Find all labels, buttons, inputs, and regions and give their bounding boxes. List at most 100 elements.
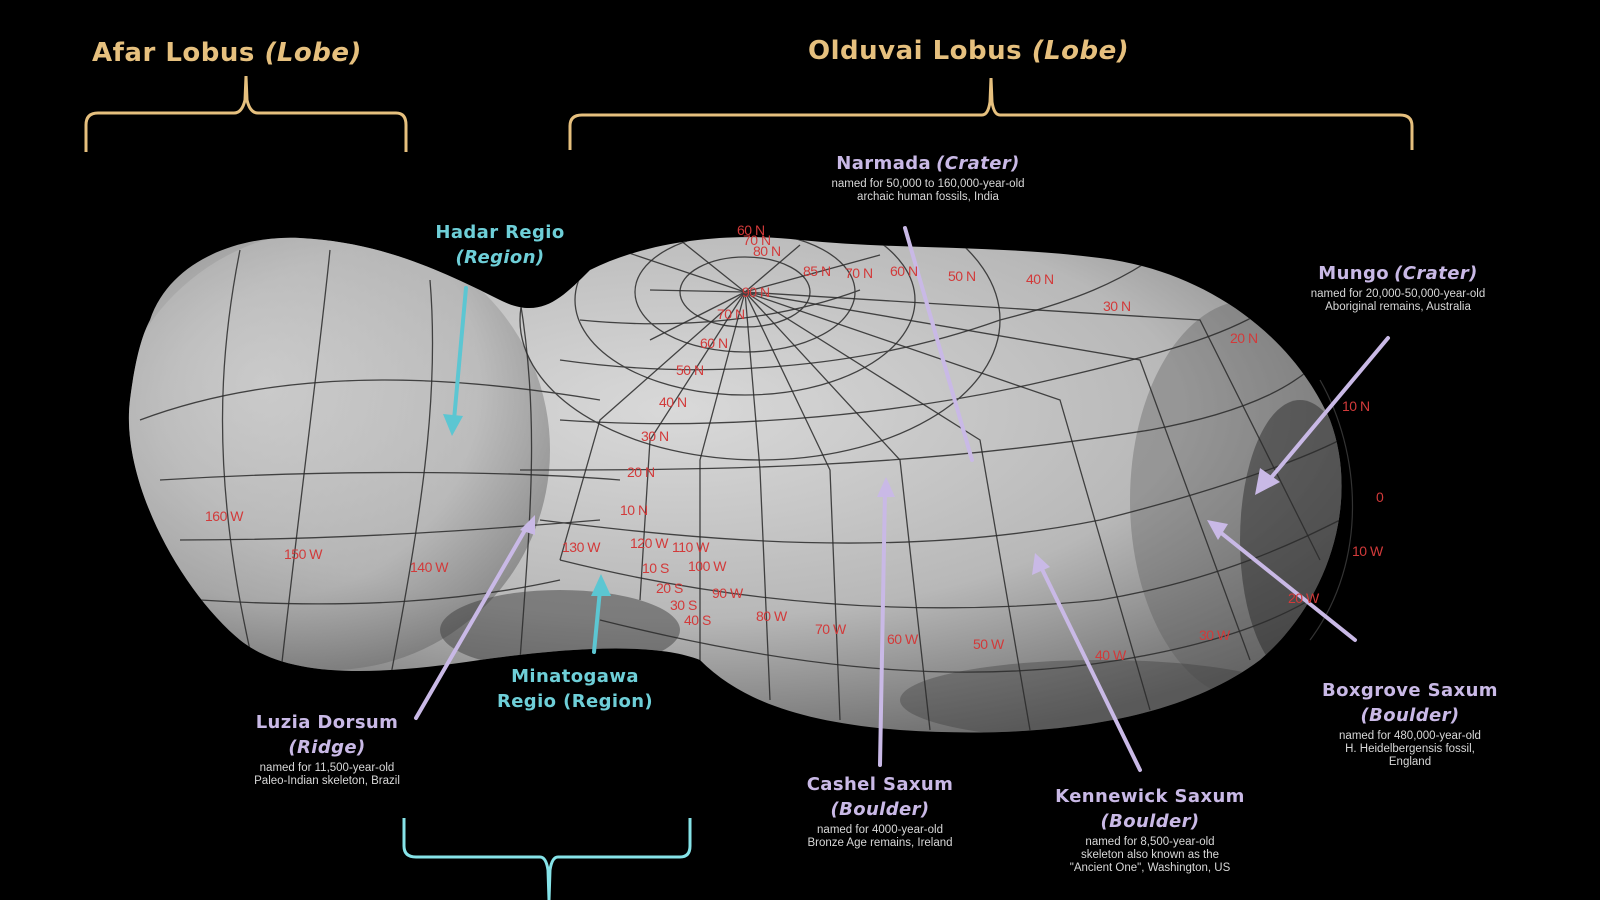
description-line: Bronze Age remains, Ireland bbox=[807, 837, 953, 849]
feature-name: Mungo bbox=[1318, 263, 1390, 284]
lat-label: 50 N bbox=[948, 268, 976, 284]
feature-name: Narmada bbox=[836, 153, 932, 174]
lon-label: 100 W bbox=[688, 558, 726, 574]
lat-label: 20 S bbox=[656, 580, 683, 596]
lon-label: 80 W bbox=[756, 608, 787, 624]
description-line: Paleo-Indian skeleton, Brazil bbox=[254, 775, 400, 787]
description-line: England bbox=[1388, 756, 1432, 768]
minatogawa-region-bracket bbox=[402, 818, 692, 900]
mungo-arrow bbox=[1255, 336, 1390, 495]
lon-label: 90 W bbox=[712, 585, 743, 601]
lat-label: 40 S bbox=[684, 612, 711, 628]
olduvai-lobe-kind: (Lobe) bbox=[1031, 36, 1130, 66]
description-line: named for 50,000 to 160,000-year-old bbox=[831, 178, 1025, 190]
lon-label: 160 W bbox=[205, 508, 243, 524]
description-line: named for 8,500-year-old bbox=[1085, 836, 1215, 848]
afar-lobe-title: Afar Lobus (Lobe) bbox=[92, 38, 362, 68]
lon-label: 130 W bbox=[562, 539, 600, 555]
lat-label: 40 N bbox=[659, 394, 687, 410]
feature-kind: (Boulder) bbox=[1100, 811, 1200, 832]
minatogawa-arrow bbox=[591, 574, 611, 654]
feature-name: Luzia Dorsum bbox=[255, 712, 399, 733]
feature-name: Cashel Saxum bbox=[806, 774, 954, 795]
feature-kind: (Ridge) bbox=[288, 737, 366, 758]
narmada-crater-label: Narmada (Crater) named for 50,000 to 160… bbox=[808, 153, 1048, 204]
narmada-arrow bbox=[903, 226, 974, 462]
cashel-boulder-label: Cashel Saxum (Boulder) named for 4000-ye… bbox=[780, 774, 980, 850]
lon-label: 110 W bbox=[672, 539, 709, 555]
feature-kind: (Region) bbox=[455, 247, 545, 268]
lat-label: 10 N bbox=[1342, 398, 1370, 414]
lat-label: 40 N bbox=[1026, 271, 1054, 287]
description-line: named for 11,500-year-old bbox=[259, 762, 395, 774]
lon-label: 0 bbox=[1376, 489, 1384, 505]
description-line: named for 20,000-50,000-year-old bbox=[1310, 288, 1486, 300]
lat-label: 70 N bbox=[845, 265, 873, 281]
lon-label: 60 W bbox=[887, 631, 918, 647]
lat-label: 20 N bbox=[1230, 330, 1258, 346]
lat-label: 30 S bbox=[670, 597, 697, 613]
feature-name: Kennewick Saxum bbox=[1055, 786, 1245, 807]
boxgrove-boulder-label: Boxgrove Saxum (Boulder) named for 480,0… bbox=[1300, 680, 1520, 769]
lat-label: 80 N bbox=[753, 243, 781, 259]
feature-name: Minatogawa bbox=[511, 666, 639, 687]
lon-label: 10 W bbox=[1352, 543, 1383, 559]
olduvai-lobe-name: Olduvai Lobus bbox=[808, 36, 1023, 66]
mungo-crater-label: Mungo (Crater) named for 20,000-50,000-y… bbox=[1278, 263, 1518, 314]
feature-name: Boxgrove Saxum bbox=[1322, 680, 1498, 701]
kennewick-boulder-label: Kennewick Saxum (Boulder) named for 8,50… bbox=[1035, 786, 1265, 875]
lon-label: 140 W bbox=[410, 559, 448, 575]
feature-kind: Regio (Region) bbox=[496, 691, 654, 712]
description-line: named for 4000-year-old bbox=[817, 824, 943, 836]
luzia-arrow bbox=[414, 515, 535, 720]
description-line: Aboriginal remains, Australia bbox=[1325, 301, 1471, 313]
luzia-ridge-label: Luzia Dorsum (Ridge) named for 11,500-ye… bbox=[222, 712, 432, 788]
afar-lobe-bracket bbox=[84, 75, 408, 152]
kennewick-arrow bbox=[1032, 553, 1142, 772]
boxgrove-arrow bbox=[1207, 520, 1357, 642]
description-line: named for 480,000-year-old bbox=[1339, 730, 1481, 742]
lon-label: 150 W bbox=[284, 546, 322, 562]
hadar-region-label: Hadar Regio (Region) bbox=[400, 222, 600, 268]
afar-lobe-kind: (Lobe) bbox=[264, 38, 362, 68]
asteroid-body bbox=[128, 237, 1354, 733]
lat-label: 70 N bbox=[717, 306, 745, 322]
minatogawa-region-label: Minatogawa Regio (Region) bbox=[465, 666, 685, 712]
description-line: archaic human fossils, India bbox=[857, 191, 999, 203]
lat-label: 85 N bbox=[803, 263, 831, 279]
hadar-arrow bbox=[443, 286, 468, 436]
lon-label: 120 W bbox=[630, 535, 668, 551]
lat-label: 90 N bbox=[742, 284, 770, 300]
lat-label: 10 N bbox=[620, 502, 648, 518]
feature-name: Hadar Regio bbox=[435, 222, 565, 243]
lat-label: 30 N bbox=[641, 428, 669, 444]
feature-kind: (Crater) bbox=[936, 153, 1020, 174]
lon-label: 30 W bbox=[1199, 627, 1230, 643]
lon-label: 40 W bbox=[1095, 647, 1126, 663]
feature-kind: (Boulder) bbox=[830, 799, 930, 820]
description-line: H. Heidelbergensis fossil, bbox=[1345, 743, 1475, 755]
olduvai-lobe-title: Olduvai Lobus (Lobe) bbox=[808, 36, 1129, 66]
lat-label: 60 N bbox=[890, 263, 918, 279]
lat-label: 20 N bbox=[627, 464, 655, 480]
olduvai-lobe-bracket bbox=[568, 77, 1414, 150]
lon-label: 20 W bbox=[1288, 590, 1319, 606]
lat-label: 50 N bbox=[676, 362, 704, 378]
lat-label: 60 N bbox=[737, 222, 765, 238]
description-line: skeleton also known as the bbox=[1080, 849, 1220, 861]
lat-label: 60 N bbox=[700, 335, 728, 351]
cashel-arrow bbox=[877, 477, 895, 767]
feature-kind: (Crater) bbox=[1394, 263, 1478, 284]
lat-label: 30 N bbox=[1103, 298, 1131, 314]
description-line: "Ancient One", Washington, US bbox=[1069, 862, 1231, 874]
afar-lobe-name: Afar Lobus bbox=[92, 38, 255, 68]
lat-label: 10 S bbox=[642, 560, 669, 576]
